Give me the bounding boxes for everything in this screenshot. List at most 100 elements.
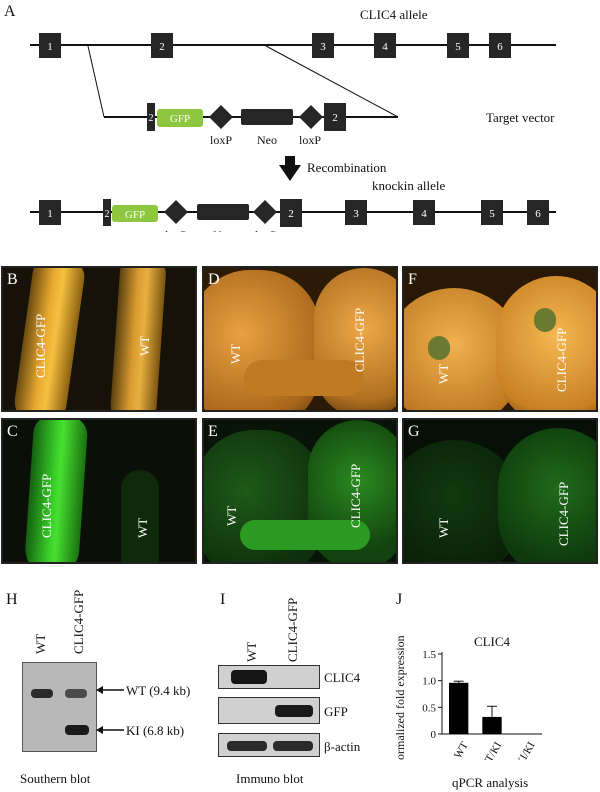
x-tick-label-2: KI/KI [514, 740, 538, 760]
x-tick-label-1: WT/KI [478, 740, 504, 760]
immunoblot-label-clic4: CLIC4 [324, 670, 361, 685]
x-tick-label-0: WT [452, 740, 471, 760]
panel-f-label: F [408, 271, 417, 288]
panel-g-right-label: CLIC4-GFP [556, 481, 571, 546]
tail-wt-fluorescence [121, 470, 159, 562]
vector-gfp-cassette [157, 109, 203, 127]
vector-neo-label: Neo [257, 133, 277, 147]
gene-targeting-diagram: 1 2 3 4 5 6 CLIC4 allele 2 GFP 2 loxP Ne… [30, 7, 556, 232]
allele-exon-6 [489, 33, 511, 58]
panel-e-left-label: WT [224, 505, 239, 526]
tail-clic4-gfp-fluorescence [23, 420, 89, 562]
knockin-exon-2b [280, 199, 302, 227]
knockin-exon-2a [103, 199, 111, 226]
southern-blot-membrane [22, 662, 97, 752]
panel-e-label: E [208, 423, 218, 440]
y-tick-label-3: 1.5 [422, 649, 436, 661]
homology-arm-right [265, 45, 399, 118]
qpcr-caption: qPCR analysis [452, 775, 529, 790]
immunoblot-band-clic4-wt [231, 670, 267, 684]
southern-band-ki-lane2 [65, 725, 89, 735]
embryo-head-clic4-gfp [496, 276, 596, 410]
knockin-exon-3 [345, 200, 367, 225]
y-tick-label-1: 0.5 [422, 702, 436, 714]
embryo-head-clic4-gfp-fluorescence [498, 428, 596, 562]
allele-exon-2-label: 2 [159, 41, 165, 53]
photo-panel-b: B CLIC4-GFP WT [1, 266, 197, 412]
knockin-exon-2a-label: 2 [105, 209, 110, 220]
panel-b-left-label: CLIC4-GFP [33, 313, 48, 378]
knockin-neo-label: Neo [213, 228, 233, 232]
vector-loxp-label-2: loxP [299, 133, 321, 147]
knockin-gfp-label: GFP [125, 209, 145, 221]
panel-e-right-label: CLIC4-GFP [348, 463, 363, 528]
embryo-tail-fluorescence [240, 520, 370, 550]
allele-exon-3-label: 3 [320, 41, 326, 53]
allele-exon-3 [312, 33, 334, 58]
immunoblot-row-actin [218, 733, 320, 757]
immunoblot-row-gfp [218, 697, 320, 724]
knockin-exon-1 [39, 200, 61, 225]
knockin-exon-5 [481, 200, 503, 225]
panel-f-right-label: CLIC4-GFP [554, 327, 569, 392]
qpcr-bar-chart: CLIC4 Normalized fold expression 0 0.5 1.0… [393, 634, 542, 760]
vector-exon-left [147, 103, 155, 131]
arrow-ki-band-head [96, 726, 103, 734]
immunoblot-row-clic4 [218, 665, 320, 689]
vector-exon-right-label: 2 [332, 112, 338, 124]
allele-exon-6-label: 6 [497, 41, 503, 53]
panel-a-label: A [4, 3, 16, 20]
allele-exon-4 [374, 33, 396, 58]
vector-exon-right [324, 103, 346, 131]
panel-b-label: B [7, 271, 18, 288]
knockin-title: knockin allele [372, 178, 446, 193]
panel-h-lane-wt: WT [33, 633, 48, 654]
knockin-gfp-cassette [112, 205, 158, 222]
knockin-exon-1-label: 1 [47, 208, 53, 220]
photo-panel-c: C CLIC4-GFP WT [1, 418, 197, 564]
panel-j-label: J [396, 591, 403, 608]
knockin-loxp-2 [253, 200, 277, 224]
bar-wt [449, 682, 469, 734]
embryo-eye-clic4-gfp [534, 308, 556, 332]
knockin-loxp-label-1: loxP [165, 228, 187, 232]
knockin-loxp-1 [164, 200, 188, 224]
homology-arm-left [87, 45, 105, 118]
allele-exon-1 [39, 33, 61, 58]
arrow-wt-band-head [96, 686, 103, 694]
immunoblot-caption: Immuno blot [236, 771, 304, 786]
panel-h-label: H [6, 591, 18, 608]
knockin-exon-3-label: 3 [353, 208, 359, 220]
panel-f-left-label: WT [436, 363, 451, 384]
panel-i-label: I [220, 591, 226, 608]
panel-b-right-label: WT [137, 335, 152, 356]
panel-i-lane-clic4-gfp: CLIC4-GFP [285, 597, 300, 662]
chart-title: CLIC4 [474, 634, 511, 649]
vector-loxp-1 [209, 105, 233, 129]
recombination-label: Recombination [307, 160, 387, 175]
band-wt-label: WT (9.4 kb) [126, 683, 191, 698]
allele-title: CLIC4 allele [360, 7, 428, 22]
y-tick-label-0: 0 [431, 729, 437, 741]
knockin-exon-4-label: 4 [421, 208, 427, 220]
vector-loxp-label-1: loxP [210, 133, 232, 147]
panel-i-lane-wt: WT [244, 641, 259, 662]
knockin-exon-6 [527, 200, 549, 225]
knockin-exon-5-label: 5 [489, 208, 495, 220]
chart-y-axis-label: Normalized fold expression [393, 635, 407, 760]
panel-c-left-label: CLIC4-GFP [39, 473, 54, 538]
y-tick-label-2: 1.0 [422, 676, 436, 688]
allele-exon-2 [151, 33, 173, 58]
allele-exon-4-label: 4 [382, 41, 388, 53]
southern-band-wt-lane1 [31, 689, 53, 698]
panel-d-label: D [208, 271, 220, 288]
immunoblot-band-actin-wt [227, 741, 267, 751]
tail-clic4-gfp [11, 268, 87, 410]
vector-loxp-2 [299, 105, 323, 129]
panel-g-left-label: WT [436, 517, 451, 538]
embryo-eye-wt [428, 336, 450, 360]
photo-panel-d: D WT CLIC4-GFP [202, 266, 398, 412]
vector-neo-cassette [241, 109, 293, 125]
panel-g-label: G [408, 423, 420, 440]
knockin-neo-cassette [197, 204, 249, 220]
